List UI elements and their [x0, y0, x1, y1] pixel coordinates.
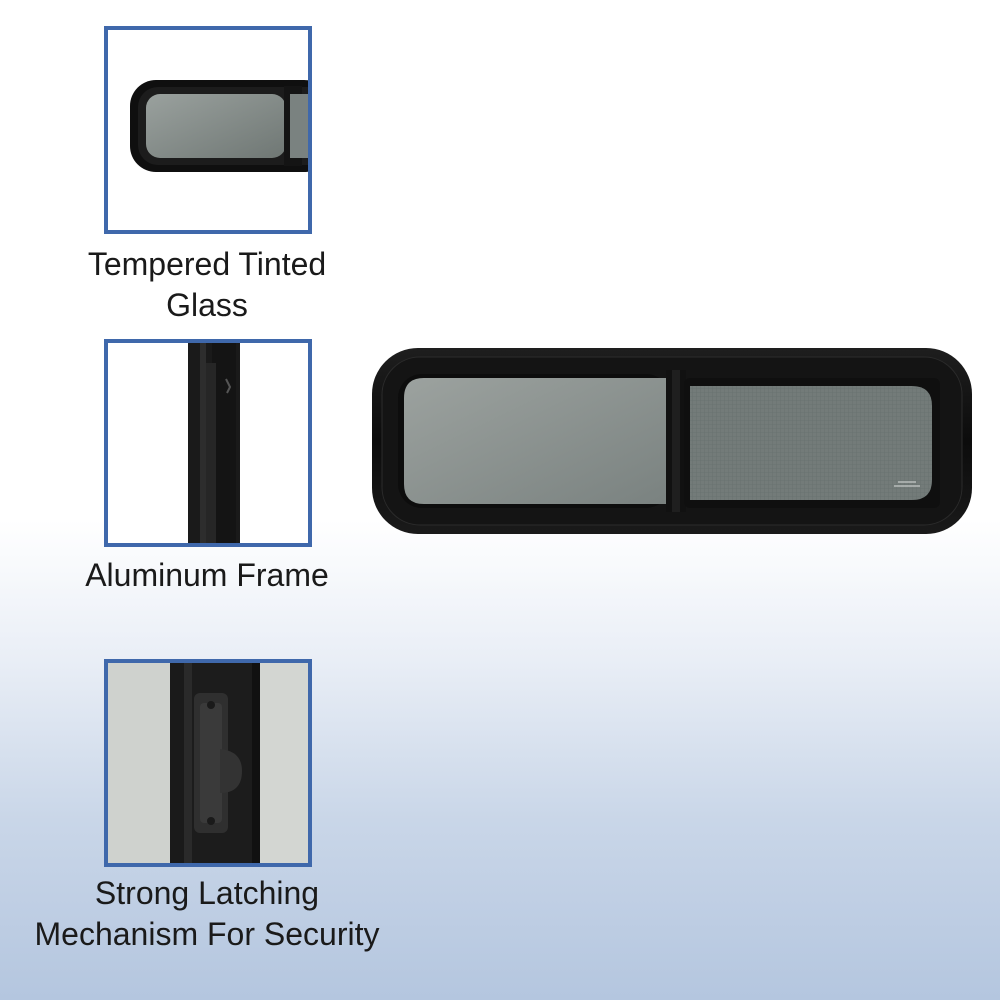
- tempered-glass-caption: Tempered Tinted Glass: [0, 244, 414, 326]
- aluminum-frame-caption: Aluminum Frame: [0, 555, 414, 596]
- sliding-window-product-image: [372, 348, 972, 534]
- latch-mechanism-thumbnail: [104, 659, 312, 867]
- caption-line: Tempered Tinted: [87, 246, 327, 282]
- caption-line: Mechanism For Security: [34, 916, 380, 952]
- tempered-glass-thumbnail: [104, 26, 312, 234]
- caption-line: Aluminum Frame: [85, 557, 329, 593]
- caption-line: Strong Latching: [94, 875, 320, 911]
- sliding-window-illustration: [372, 348, 972, 534]
- caption-line: Glass: [166, 287, 248, 323]
- frame-closeup-image: [108, 343, 308, 543]
- glass-closeup-image: [130, 80, 308, 172]
- latch-closeup-image: [108, 663, 308, 863]
- aluminum-frame-thumbnail: [104, 339, 312, 547]
- latch-mechanism-caption: Strong Latching Mechanism For Security: [0, 873, 414, 955]
